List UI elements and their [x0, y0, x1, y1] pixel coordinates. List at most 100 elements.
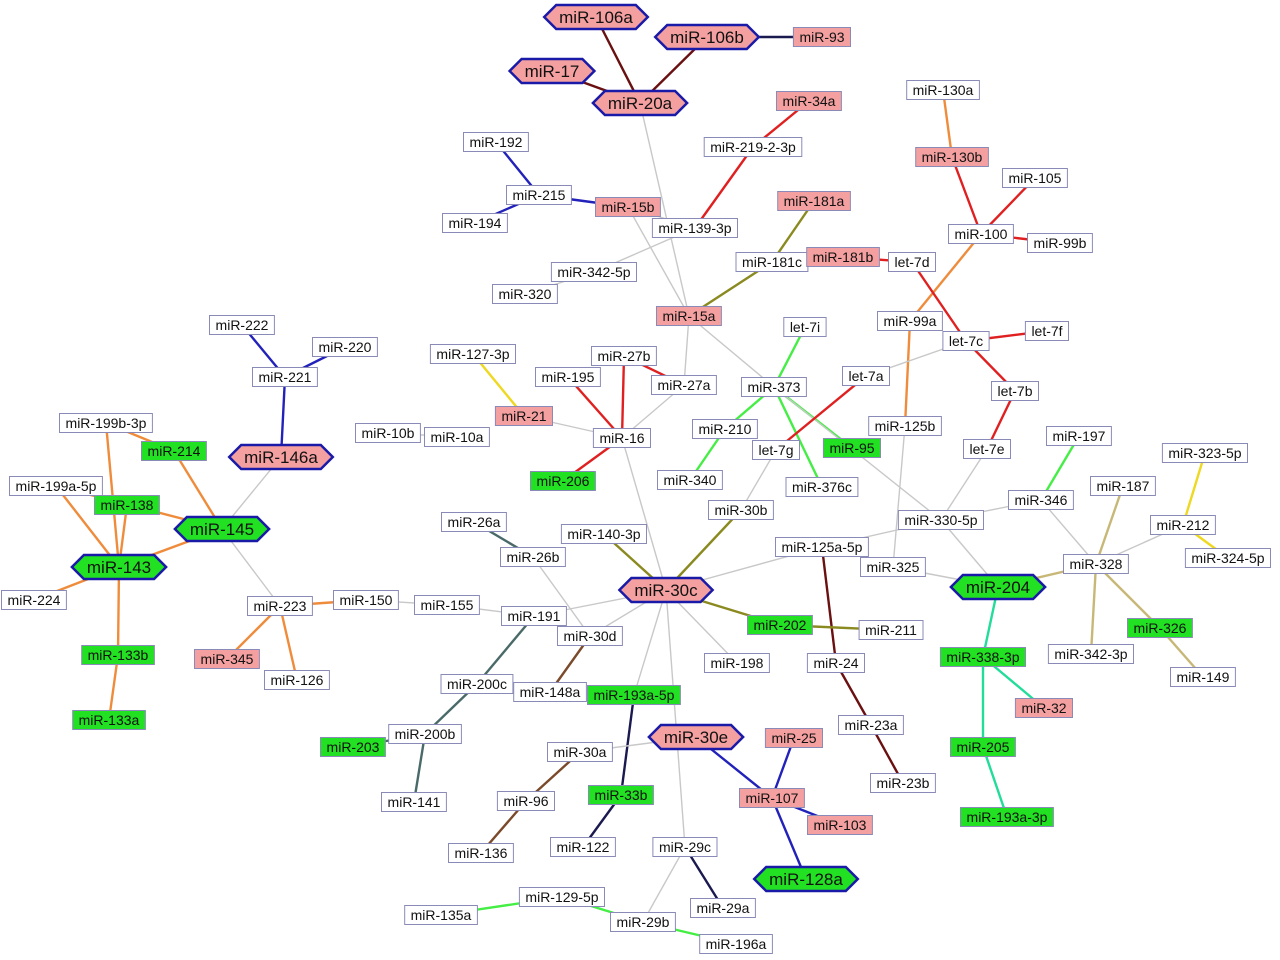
- node-mir-125a-5p[interactable]: miR-125a-5p: [775, 537, 869, 557]
- node-mir-10a[interactable]: miR-10a: [424, 427, 490, 447]
- node-mir-345[interactable]: miR-345: [194, 649, 260, 669]
- node-mir-150[interactable]: miR-150: [333, 590, 399, 610]
- node-mir-320[interactable]: miR-320: [492, 284, 558, 304]
- node-let-7g[interactable]: let-7g: [752, 440, 800, 460]
- node-mir-324-5p[interactable]: miR-324-5p: [1184, 548, 1272, 568]
- node-mir-330-5p[interactable]: miR-330-5p: [897, 510, 985, 530]
- node-mir-96[interactable]: miR-96: [496, 791, 555, 811]
- node-mir-99b[interactable]: miR-99b: [1027, 233, 1093, 253]
- node-mir-30d[interactable]: miR-30d: [557, 626, 623, 646]
- node-mir-106a[interactable]: miR-106a: [542, 3, 650, 31]
- node-mir-215[interactable]: miR-215: [506, 185, 572, 205]
- node-mir-122[interactable]: miR-122: [550, 837, 616, 857]
- node-mir-224[interactable]: miR-224: [1, 590, 67, 610]
- node-mir-149[interactable]: miR-149: [1170, 667, 1236, 687]
- node-mir-21[interactable]: miR-21: [494, 406, 553, 426]
- node-mir-17[interactable]: miR-17: [507, 57, 597, 85]
- node-mir-193a-5p[interactable]: miR-193a-5p: [587, 685, 681, 705]
- node-mir-93[interactable]: miR-93: [792, 27, 852, 47]
- node-mir-195[interactable]: miR-195: [535, 367, 601, 387]
- node-mir-127-3p[interactable]: miR-127-3p: [429, 344, 516, 364]
- node-mir-29a[interactable]: miR-29a: [690, 898, 756, 918]
- node-let-7e[interactable]: let-7e: [963, 439, 1011, 459]
- node-mir-27b[interactable]: miR-27b: [591, 346, 657, 366]
- node-mir-200b[interactable]: miR-200b: [388, 724, 462, 744]
- node-mir-192[interactable]: miR-192: [463, 132, 529, 152]
- node-mir-141[interactable]: miR-141: [381, 792, 447, 812]
- node-mir-146a[interactable]: miR-146a: [227, 443, 335, 471]
- node-mir-223[interactable]: miR-223: [247, 596, 313, 616]
- node-mir-125b[interactable]: miR-125b: [868, 416, 942, 436]
- node-mir-199b-3p[interactable]: miR-199b-3p: [59, 413, 153, 433]
- node-mir-95[interactable]: miR-95: [822, 438, 882, 458]
- node-mir-105[interactable]: miR-105: [1002, 168, 1068, 188]
- node-mir-145[interactable]: miR-145: [173, 515, 271, 543]
- node-mir-143[interactable]: miR-143: [70, 553, 168, 581]
- node-mir-106b[interactable]: miR-106b: [653, 23, 761, 51]
- node-let-7f[interactable]: let-7f: [1024, 321, 1070, 341]
- node-mir-205[interactable]: miR-205: [950, 737, 1016, 757]
- node-mir-181b[interactable]: miR-181b: [806, 247, 880, 267]
- node-mir-326[interactable]: miR-326: [1127, 618, 1193, 638]
- node-let-7b[interactable]: let-7b: [991, 381, 1039, 401]
- node-mir-15a[interactable]: miR-15a: [656, 306, 722, 326]
- node-mir-373[interactable]: miR-373: [741, 377, 807, 397]
- node-mir-138[interactable]: miR-138: [94, 495, 160, 515]
- node-mir-130a[interactable]: miR-130a: [906, 80, 980, 100]
- node-mir-16[interactable]: miR-16: [592, 428, 652, 448]
- node-let-7i[interactable]: let-7i: [783, 317, 827, 337]
- node-mir-187[interactable]: miR-187: [1090, 476, 1156, 496]
- node-mir-198[interactable]: miR-198: [704, 653, 770, 673]
- node-mir-197[interactable]: miR-197: [1046, 426, 1112, 446]
- node-mir-200c[interactable]: miR-200c: [440, 674, 514, 694]
- node-mir-135a[interactable]: miR-135a: [404, 905, 478, 925]
- node-mir-133a[interactable]: miR-133a: [72, 710, 146, 730]
- node-mir-29c[interactable]: miR-29c: [652, 837, 718, 857]
- node-mir-126[interactable]: miR-126: [264, 670, 330, 690]
- node-mir-181a[interactable]: miR-181a: [777, 191, 851, 211]
- node-mir-107[interactable]: miR-107: [739, 788, 805, 808]
- node-mir-148a[interactable]: miR-148a: [513, 682, 587, 702]
- node-mir-20a[interactable]: miR-20a: [591, 89, 689, 117]
- node-mir-155[interactable]: miR-155: [414, 595, 480, 615]
- node-mir-196a[interactable]: miR-196a: [699, 934, 773, 954]
- node-mir-23b[interactable]: miR-23b: [870, 773, 936, 793]
- node-mir-203[interactable]: miR-203: [320, 737, 386, 757]
- node-mir-212[interactable]: miR-212: [1150, 515, 1216, 535]
- node-let-7c[interactable]: let-7c: [942, 331, 990, 351]
- node-mir-206[interactable]: miR-206: [530, 471, 596, 491]
- node-mir-325[interactable]: miR-325: [860, 557, 926, 577]
- node-mir-128a[interactable]: miR-128a: [752, 865, 860, 893]
- node-mir-346[interactable]: miR-346: [1008, 490, 1074, 510]
- node-mir-15b[interactable]: miR-15b: [595, 197, 661, 217]
- node-let-7a[interactable]: let-7a: [842, 366, 890, 386]
- node-mir-26a[interactable]: miR-26a: [441, 512, 507, 532]
- node-mir-376c[interactable]: miR-376c: [785, 477, 859, 497]
- node-mir-103[interactable]: miR-103: [807, 815, 873, 835]
- node-mir-139-3p[interactable]: miR-139-3p: [651, 218, 739, 238]
- node-mir-194[interactable]: miR-194: [442, 213, 508, 233]
- node-mir-338-3p[interactable]: miR-338-3p: [939, 647, 1027, 667]
- node-mir-214[interactable]: miR-214: [141, 441, 207, 461]
- node-mir-136[interactable]: miR-136: [448, 843, 514, 863]
- node-mir-129-5p[interactable]: miR-129-5p: [518, 887, 606, 907]
- node-mir-34a[interactable]: miR-34a: [776, 91, 842, 111]
- node-mir-191[interactable]: miR-191: [501, 606, 567, 626]
- node-mir-342-5p[interactable]: miR-342-5p: [550, 262, 638, 282]
- node-mir-33b[interactable]: miR-33b: [588, 785, 654, 805]
- node-mir-10b[interactable]: miR-10b: [355, 423, 421, 443]
- node-mir-211[interactable]: miR-211: [858, 620, 924, 640]
- node-let-7d[interactable]: let-7d: [888, 252, 936, 272]
- node-mir-29b[interactable]: miR-29b: [610, 912, 676, 932]
- node-mir-328[interactable]: miR-328: [1063, 554, 1129, 574]
- node-mir-100[interactable]: miR-100: [948, 224, 1014, 244]
- node-mir-340[interactable]: miR-340: [657, 470, 723, 490]
- node-mir-140-3p[interactable]: miR-140-3p: [560, 524, 648, 544]
- node-mir-133b[interactable]: miR-133b: [81, 645, 155, 665]
- node-mir-342-3p[interactable]: miR-342-3p: [1047, 644, 1135, 664]
- node-mir-219-2-3p[interactable]: miR-219-2-3p: [703, 137, 803, 157]
- node-mir-27a[interactable]: miR-27a: [651, 375, 717, 395]
- node-mir-30a[interactable]: miR-30a: [547, 742, 613, 762]
- node-mir-202[interactable]: miR-202: [747, 615, 813, 635]
- node-mir-30e[interactable]: miR-30e: [647, 723, 745, 751]
